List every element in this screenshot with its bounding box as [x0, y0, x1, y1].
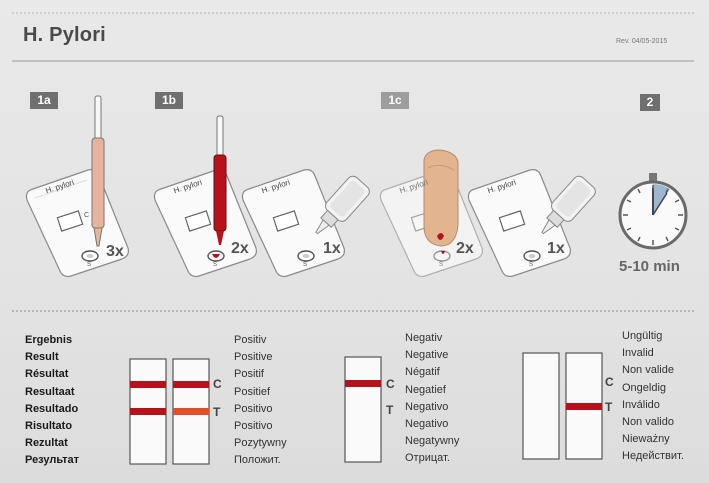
result-label: Résultat — [25, 368, 69, 381]
result-label: Ergebnis — [25, 334, 73, 346]
positive-item: Positivo — [234, 420, 273, 433]
multiplier-1b-buffer: 1x — [323, 240, 341, 257]
positive-item: Pozytywny — [234, 437, 287, 450]
device-mark-c-1a: C — [84, 212, 90, 219]
invalid-c-marker: C — [605, 375, 614, 389]
device-mark-s-1c-buffer: S — [529, 262, 534, 268]
timer-clock-icon — [618, 173, 688, 250]
multiplier-1c-buffer: 1x — [547, 240, 565, 257]
positive-item: Positivo — [234, 402, 273, 415]
invalid-item: Недействит. — [622, 450, 684, 463]
buffer-bottle-1b — [315, 175, 370, 235]
positive-item: Positiv — [234, 334, 267, 346]
device-mark-s-1b-buffer: S — [303, 262, 308, 268]
invalid-list: Ungültig Invalid Non valide Ongeldig Inv… — [622, 328, 684, 466]
positive-strip-1 — [129, 358, 167, 465]
negative-item: Negatief — [405, 383, 446, 396]
negative-item: Negatywny — [405, 435, 460, 448]
buffer-bottle-1c — [541, 175, 596, 235]
positive-item: Positive — [234, 351, 273, 364]
invalid-item: Nieważny — [622, 433, 670, 446]
negative-list: Negativ Negative Négatif Negatief Negati… — [405, 330, 459, 468]
invalid-item: Ongeldig — [622, 381, 667, 394]
step-label-2: 2 — [640, 94, 660, 111]
result-label: Resultado — [25, 402, 79, 415]
negative-item: Отрицат. — [405, 452, 450, 465]
revision-label: Rev. 04/05-2015 — [616, 38, 668, 45]
result-label: Rezultat — [25, 437, 68, 450]
invalid-item: Non valido — [622, 416, 674, 429]
invalid-item: Non valide — [622, 364, 674, 377]
incubation-time: 5-10 min — [619, 258, 680, 275]
invalid-strip-2 — [565, 352, 603, 460]
result-label: Resultaat — [25, 385, 75, 398]
positive-item: Positif — [234, 368, 264, 381]
device-mark-s-1a: S — [87, 262, 92, 268]
invalid-item: Inválido — [622, 398, 660, 411]
negative-item: Negativo — [405, 418, 449, 431]
invalid-t-marker: T — [605, 400, 613, 414]
step-label-1a: 1a — [30, 92, 58, 109]
multiplier-1b: 2x — [231, 240, 249, 257]
negative-strip — [344, 356, 382, 463]
result-label: Result — [25, 351, 59, 364]
result-label: Результат — [25, 454, 80, 467]
pipette-1a — [91, 95, 105, 247]
positive-t-marker: T — [213, 405, 221, 419]
step-label-1b: 1b — [155, 92, 183, 109]
device-mark-s-1c: S — [439, 262, 444, 268]
negative-item: Negativo — [405, 400, 449, 413]
cassette-1b — [153, 169, 257, 278]
positive-c-marker: C — [213, 377, 222, 391]
positive-item: Положит. — [234, 454, 281, 467]
negative-item: Négatif — [405, 366, 440, 379]
negative-item: Negativ — [405, 332, 443, 344]
finger-1c — [423, 149, 459, 254]
blood-pipette-1b — [213, 115, 227, 245]
multiplier-1a: 3x — [106, 243, 124, 260]
negative-t-marker: T — [386, 403, 394, 417]
positive-item: Positief — [234, 385, 271, 398]
cassette-1c-buffer — [467, 169, 571, 278]
cassette-1b-buffer — [241, 169, 345, 278]
positive-list: Positiv Positive Positif Positief Positi… — [234, 332, 287, 470]
negative-item: Negative — [405, 349, 449, 362]
negative-c-marker: C — [386, 377, 395, 391]
invalid-strip-1 — [522, 352, 560, 460]
step-label-1c: 1c — [381, 92, 409, 109]
positive-strip-2 — [172, 358, 210, 465]
result-label: Risultato — [25, 420, 73, 433]
result-labels: Ergebnis Result Résultat Resultaat Resul… — [25, 332, 79, 470]
multiplier-1c: 2x — [456, 240, 474, 257]
device-mark-s-1b: S — [213, 262, 218, 268]
page-title: H. Pylori — [23, 24, 106, 46]
invalid-item: Invalid — [622, 347, 654, 360]
invalid-item: Ungültig — [622, 330, 663, 342]
